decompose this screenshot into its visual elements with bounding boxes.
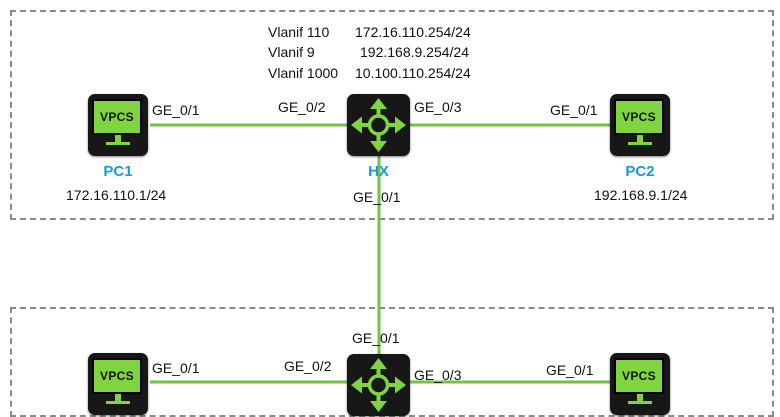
monitor-base (628, 401, 652, 404)
bottom-pc-right-screen-label: VPCS (622, 369, 656, 383)
router-four-arrows-icon (351, 358, 406, 412)
link-layer (150, 123, 610, 384)
pc1-ip: 172.16.110.1/24 (66, 187, 167, 203)
bottom-router-port-right: GE_0/3 (414, 367, 462, 383)
pc2-name: PC2 (625, 163, 655, 180)
hx-router-device[interactable] (347, 94, 410, 156)
pc2-port: GE_0/1 (550, 102, 598, 118)
monitor-base (106, 401, 130, 404)
router-four-arrows-icon (351, 98, 406, 152)
hx-port-right: GE_0/3 (414, 99, 462, 115)
bottom-pc-right-port: GE_0/1 (546, 362, 594, 378)
pc2-device[interactable]: VPCS (610, 94, 670, 156)
vpcs-terminal-icon: VPCS (92, 99, 142, 135)
vlanif-ip-2: 192.168.9.254/24 (360, 44, 469, 60)
pc1-port: GE_0/1 (152, 102, 200, 118)
monitor-stand (637, 135, 643, 142)
hx-port-down: GE_0/1 (353, 189, 401, 205)
monitor-stand (115, 394, 121, 401)
bottom-router-port-left: GE_0/2 (284, 358, 332, 374)
monitor-base (106, 142, 130, 145)
bottom-router-port-up: GE_0/1 (352, 330, 400, 346)
pc1-device[interactable]: VPCS (88, 94, 148, 156)
pc2-ip: 192.168.9.1/24 (594, 187, 688, 203)
top-zone-boundary (10, 10, 774, 220)
vlanif-name-3: Vlanif 1000 (268, 65, 339, 81)
bottom-pc-left-device[interactable]: VPCS (88, 353, 148, 415)
vpcs-terminal-icon: VPCS (614, 99, 664, 135)
bottom-pc-right-device[interactable]: VPCS (610, 353, 670, 415)
vlanif-ip-3: 10.100.110.254/24 (355, 65, 471, 81)
vlanif-name-2: Vlanif 9 (268, 44, 315, 60)
bottom-pc-left-port: GE_0/1 (152, 360, 200, 376)
hx-router-name: HX (368, 163, 389, 180)
vlanif-ip-1: 172.16.110.254/24 (355, 24, 471, 40)
vpcs-terminal-icon: VPCS (92, 358, 142, 394)
vpcs-terminal-icon: VPCS (614, 358, 664, 394)
pc2-screen-label: VPCS (622, 110, 656, 124)
monitor-stand (637, 394, 643, 401)
monitor-stand (115, 135, 121, 142)
pc1-screen-label: VPCS (100, 110, 134, 124)
pc1-name: PC1 (103, 163, 133, 180)
vlanif-name-1: Vlanif 110 (268, 24, 330, 40)
bottom-pc-left-screen-label: VPCS (100, 369, 134, 383)
hx-port-left: GE_0/2 (278, 99, 326, 115)
bottom-router-device[interactable] (347, 354, 410, 416)
monitor-base (628, 142, 652, 145)
